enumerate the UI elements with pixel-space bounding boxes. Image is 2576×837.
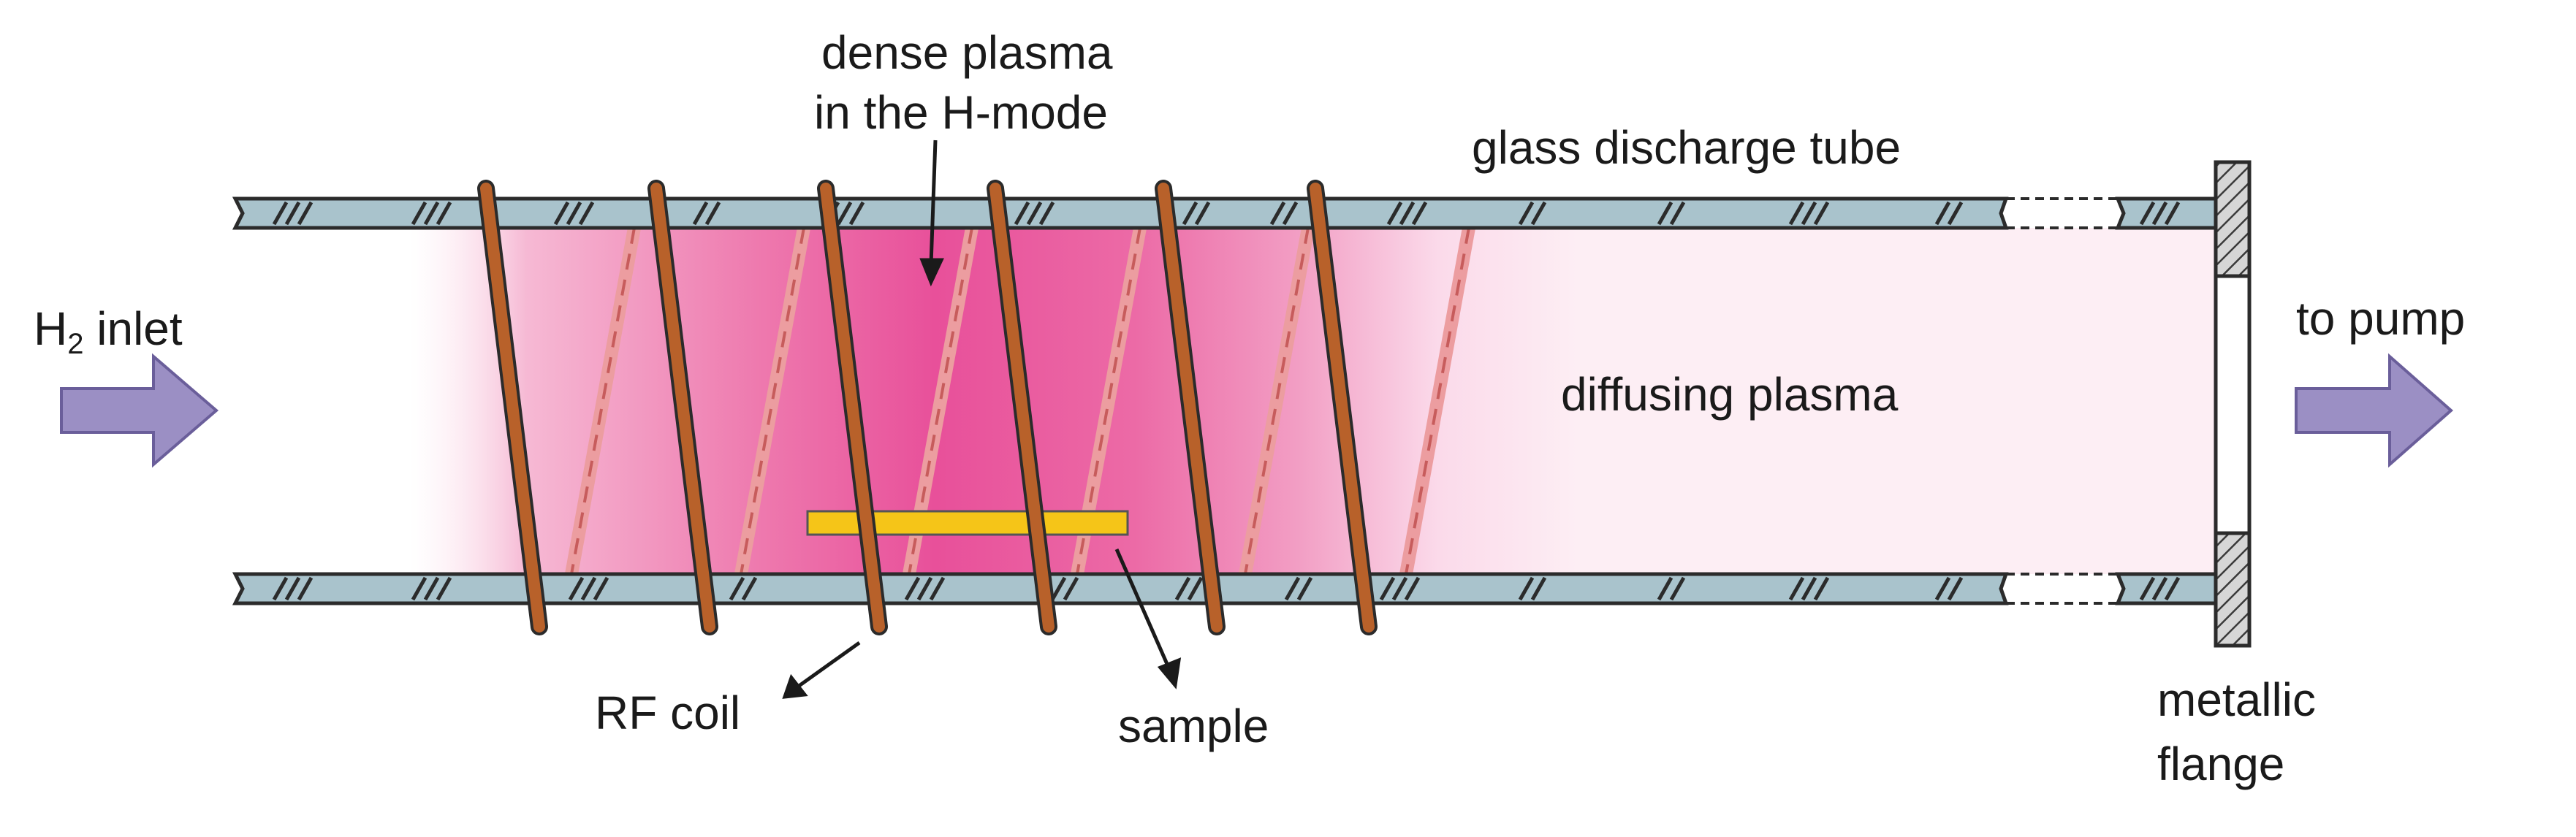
glass-tube-label: glass discharge tube xyxy=(1472,121,1901,174)
diffusing-plasma-label: diffusing plasma xyxy=(1561,368,1899,421)
h2-inlet-h: H xyxy=(34,302,67,355)
leader-arrows xyxy=(782,140,1182,699)
to-pump-label: to pump xyxy=(2296,292,2465,345)
coil-back-turn-1 xyxy=(565,228,641,574)
sample-label: sample xyxy=(1118,700,1269,752)
metallic-flange xyxy=(2214,160,2252,648)
rf-coil-fill xyxy=(480,183,1375,632)
diffusing-plasma-region xyxy=(1578,228,2216,574)
plasma-region xyxy=(409,228,2216,574)
right-arrow-icon xyxy=(2295,353,2454,468)
h2-inlet-label: H2 inlet xyxy=(34,302,183,360)
right-arrow-icon xyxy=(60,353,219,468)
dense-plasma-label-line1: dense plasma xyxy=(821,26,1113,79)
h2-inlet-rest: inlet xyxy=(83,302,182,355)
rf-coil-pointer xyxy=(797,641,861,689)
h2-inlet-subscript: 2 xyxy=(67,328,83,360)
coil-back-turn-2 xyxy=(734,228,810,574)
dense-plasma-label-line2: in the H-mode xyxy=(814,86,1108,139)
dense-plasma-pointer xyxy=(929,140,938,265)
flange-label-line1: metallic xyxy=(2157,673,2316,726)
coil-back-turn-6 xyxy=(1399,228,1475,574)
coil-back-turn-5 xyxy=(1239,228,1315,574)
tube-wall-top xyxy=(232,196,2218,230)
rf-coil-label: RF coil xyxy=(595,687,740,739)
tube-wall-bottom xyxy=(232,572,2218,605)
tube-hatching xyxy=(272,201,2181,601)
sample-pointer xyxy=(1114,548,1171,670)
flange-label-line2: flange xyxy=(2157,738,2284,790)
sample-plate xyxy=(806,510,1129,536)
